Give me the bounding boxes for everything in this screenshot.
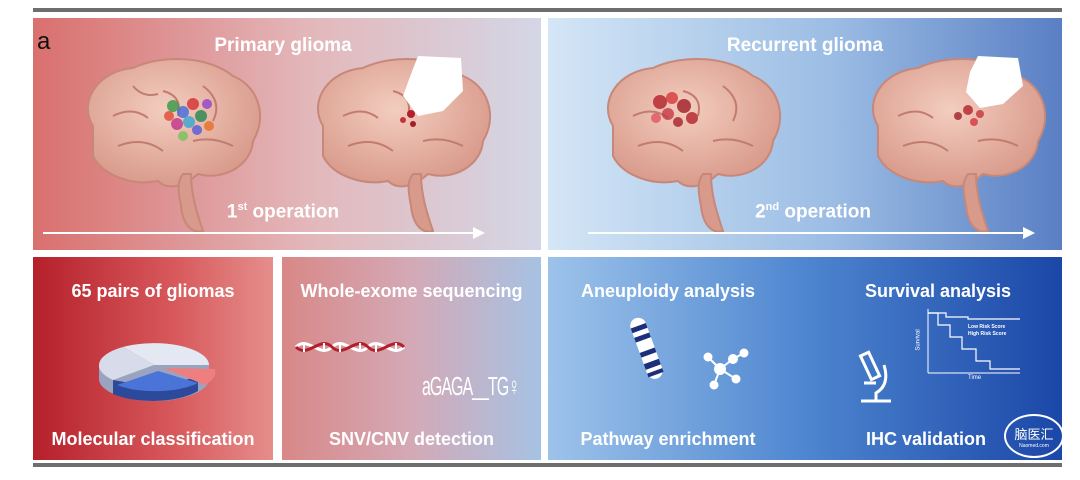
molecular-classification-caption: Molecular classification [51, 429, 255, 449]
pie-chart-icon [98, 343, 216, 401]
operation-number: 1 [226, 201, 238, 223]
wes-title: Whole-exome sequencing [300, 281, 523, 301]
watermark-logo: 脑医汇 Naomed.com [1004, 414, 1062, 458]
timeline-arrow [43, 227, 485, 239]
watermark-text: 脑医汇 [1014, 427, 1054, 442]
gliomas-title: 65 pairs of gliomas [71, 281, 235, 301]
recurrent-tumor-icon [651, 92, 698, 127]
resected-brain-icon [317, 56, 492, 233]
gliomas-panel: 65 pairs of gliomas Molecular classifica… [33, 257, 273, 460]
recurrent-brains-illustration [588, 56, 1047, 239]
second-operation-label: 2nd operation [713, 201, 913, 223]
sequence-motif-logo: aGAGA__TG♀ [422, 374, 520, 402]
primary-glioma-panel: a Primary glioma 1st operation [33, 18, 541, 250]
operation-number: 2 [755, 201, 766, 223]
dna-illustration [294, 342, 406, 352]
watermark-subtext: Naomed.com [1019, 443, 1049, 449]
pathway-enrichment-caption: Pathway enrichment [580, 429, 756, 449]
bottom-rule [33, 463, 1062, 467]
recurrent-glioma-panel: Recurrent glioma 2nd operation [548, 18, 1062, 250]
first-operation-label: 1st operation [183, 201, 383, 223]
panel-letter: a [37, 28, 51, 55]
survival-title: Survival analysis [864, 281, 1012, 301]
microscope-icon [858, 350, 891, 403]
km-plot-icon [927, 309, 1020, 374]
primary-brains-illustration [43, 56, 492, 239]
dna-helix-icon [294, 342, 406, 352]
network-icon [703, 348, 749, 390]
operation-text: operation [247, 201, 340, 223]
km-y-label: Survival [915, 329, 922, 351]
resected-brain-icon [872, 56, 1047, 233]
timeline-arrow [588, 227, 1035, 239]
primary-glioma-title: Primary glioma [214, 35, 352, 56]
chromosome-icon [630, 317, 664, 379]
analysis-panel: Low Risk Score High Risk Score Time Surv… [548, 257, 1062, 460]
ihc-validation-caption: IHC validation [865, 429, 986, 449]
tumor-cluster-icon [164, 98, 214, 141]
snv-cnv-caption: SNV/CNV detection [328, 429, 495, 449]
top-rule [33, 8, 1062, 12]
wes-panel: aGAGA__TG♀ Whole-exome sequencing SNV/CN… [282, 257, 541, 460]
operation-ordinal: st [237, 201, 248, 213]
aneuploidy-title: Aneuploidy analysis [580, 281, 756, 301]
km-x-label: Time [968, 375, 982, 381]
km-legend-high: High Risk Score [968, 331, 1007, 337]
km-legend-low: Low Risk Score [968, 324, 1006, 330]
operation-text: operation [779, 201, 871, 223]
recurrent-glioma-title: Recurrent glioma [726, 35, 884, 56]
analysis-illustrations [630, 309, 1020, 403]
operation-ordinal: nd [765, 201, 780, 213]
